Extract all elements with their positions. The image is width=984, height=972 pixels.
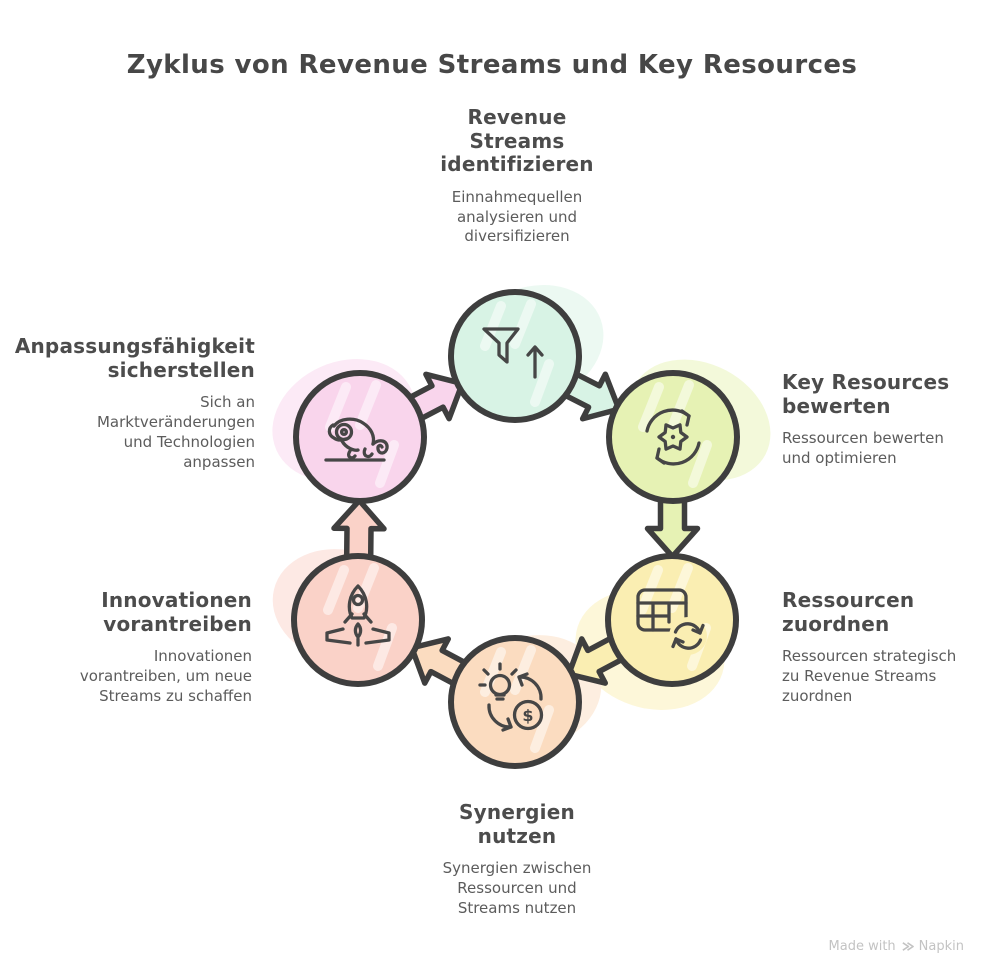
brand-text: Napkin (918, 939, 964, 954)
node-circle-revenue (448, 289, 582, 423)
napkin-logo-icon (902, 942, 914, 951)
sketch-texture (323, 299, 712, 753)
chameleon-icon (324, 417, 389, 462)
node-description: Sich an Marktveränderungen und Technolog… (96, 393, 255, 471)
page-title: Zyklus von Revenue Streams und Key Resou… (126, 50, 858, 80)
made-with-text: Made with (828, 939, 896, 954)
node-description: Ressourcen strategisch zu Revenue Stream… (782, 647, 957, 705)
gear-refresh-icon (645, 408, 701, 466)
node-description: Ressourcen bewerten und optimieren (782, 429, 944, 467)
node-circle-anpassung (293, 370, 427, 504)
funnel-up-arrow-icon (482, 327, 544, 379)
node-label-revenue: Revenue Streams identifizieren Einnahmeq… (357, 105, 677, 247)
node-label-anpassung: Anpassungsfähigkeit sicherstellen Sich a… (10, 334, 255, 472)
node-description: Synergien zwischen Ressourcen und Stream… (442, 859, 592, 917)
bulb-dollar-cycle-icon: $ (478, 662, 544, 732)
node-label-innovationen: Innovationen vorantreiben Innovationen v… (28, 588, 252, 707)
node-circle-synergien (448, 635, 582, 769)
node-heading: Anpassungsfähigkeit sicherstellen (14, 334, 255, 382)
node-heading: Innovationen vorantreiben (101, 588, 252, 636)
node-label-keyresources: Key Resources bewerten Ressourcen bewert… (782, 370, 982, 469)
node-label-synergien: Synergien nutzen Synergien zwischen Ress… (357, 800, 677, 919)
node-label-ressourcen: Ressourcen zuordnen Ressourcen strategis… (782, 588, 984, 707)
node-heading: Synergien nutzen (459, 800, 575, 848)
node-circles (291, 289, 740, 769)
node-description: Einnahmequellen analysieren und diversif… (451, 187, 583, 246)
node-heading: Revenue Streams identifizieren (440, 105, 594, 177)
table-refresh-icon (636, 588, 707, 655)
rocket-launch-icon (325, 584, 391, 647)
dollar-glyph: $ (522, 706, 533, 725)
node-circle-innovationen (291, 553, 425, 687)
node-description: Innovationen vorantreiben, um neue Strea… (79, 647, 252, 705)
made-with-napkin-credit: Made with Napkin (829, 939, 964, 954)
node-heading: Ressourcen zuordnen (782, 588, 915, 636)
node-circle-ressourcen (605, 553, 739, 687)
node-heading: Key Resources bewerten (782, 370, 950, 418)
